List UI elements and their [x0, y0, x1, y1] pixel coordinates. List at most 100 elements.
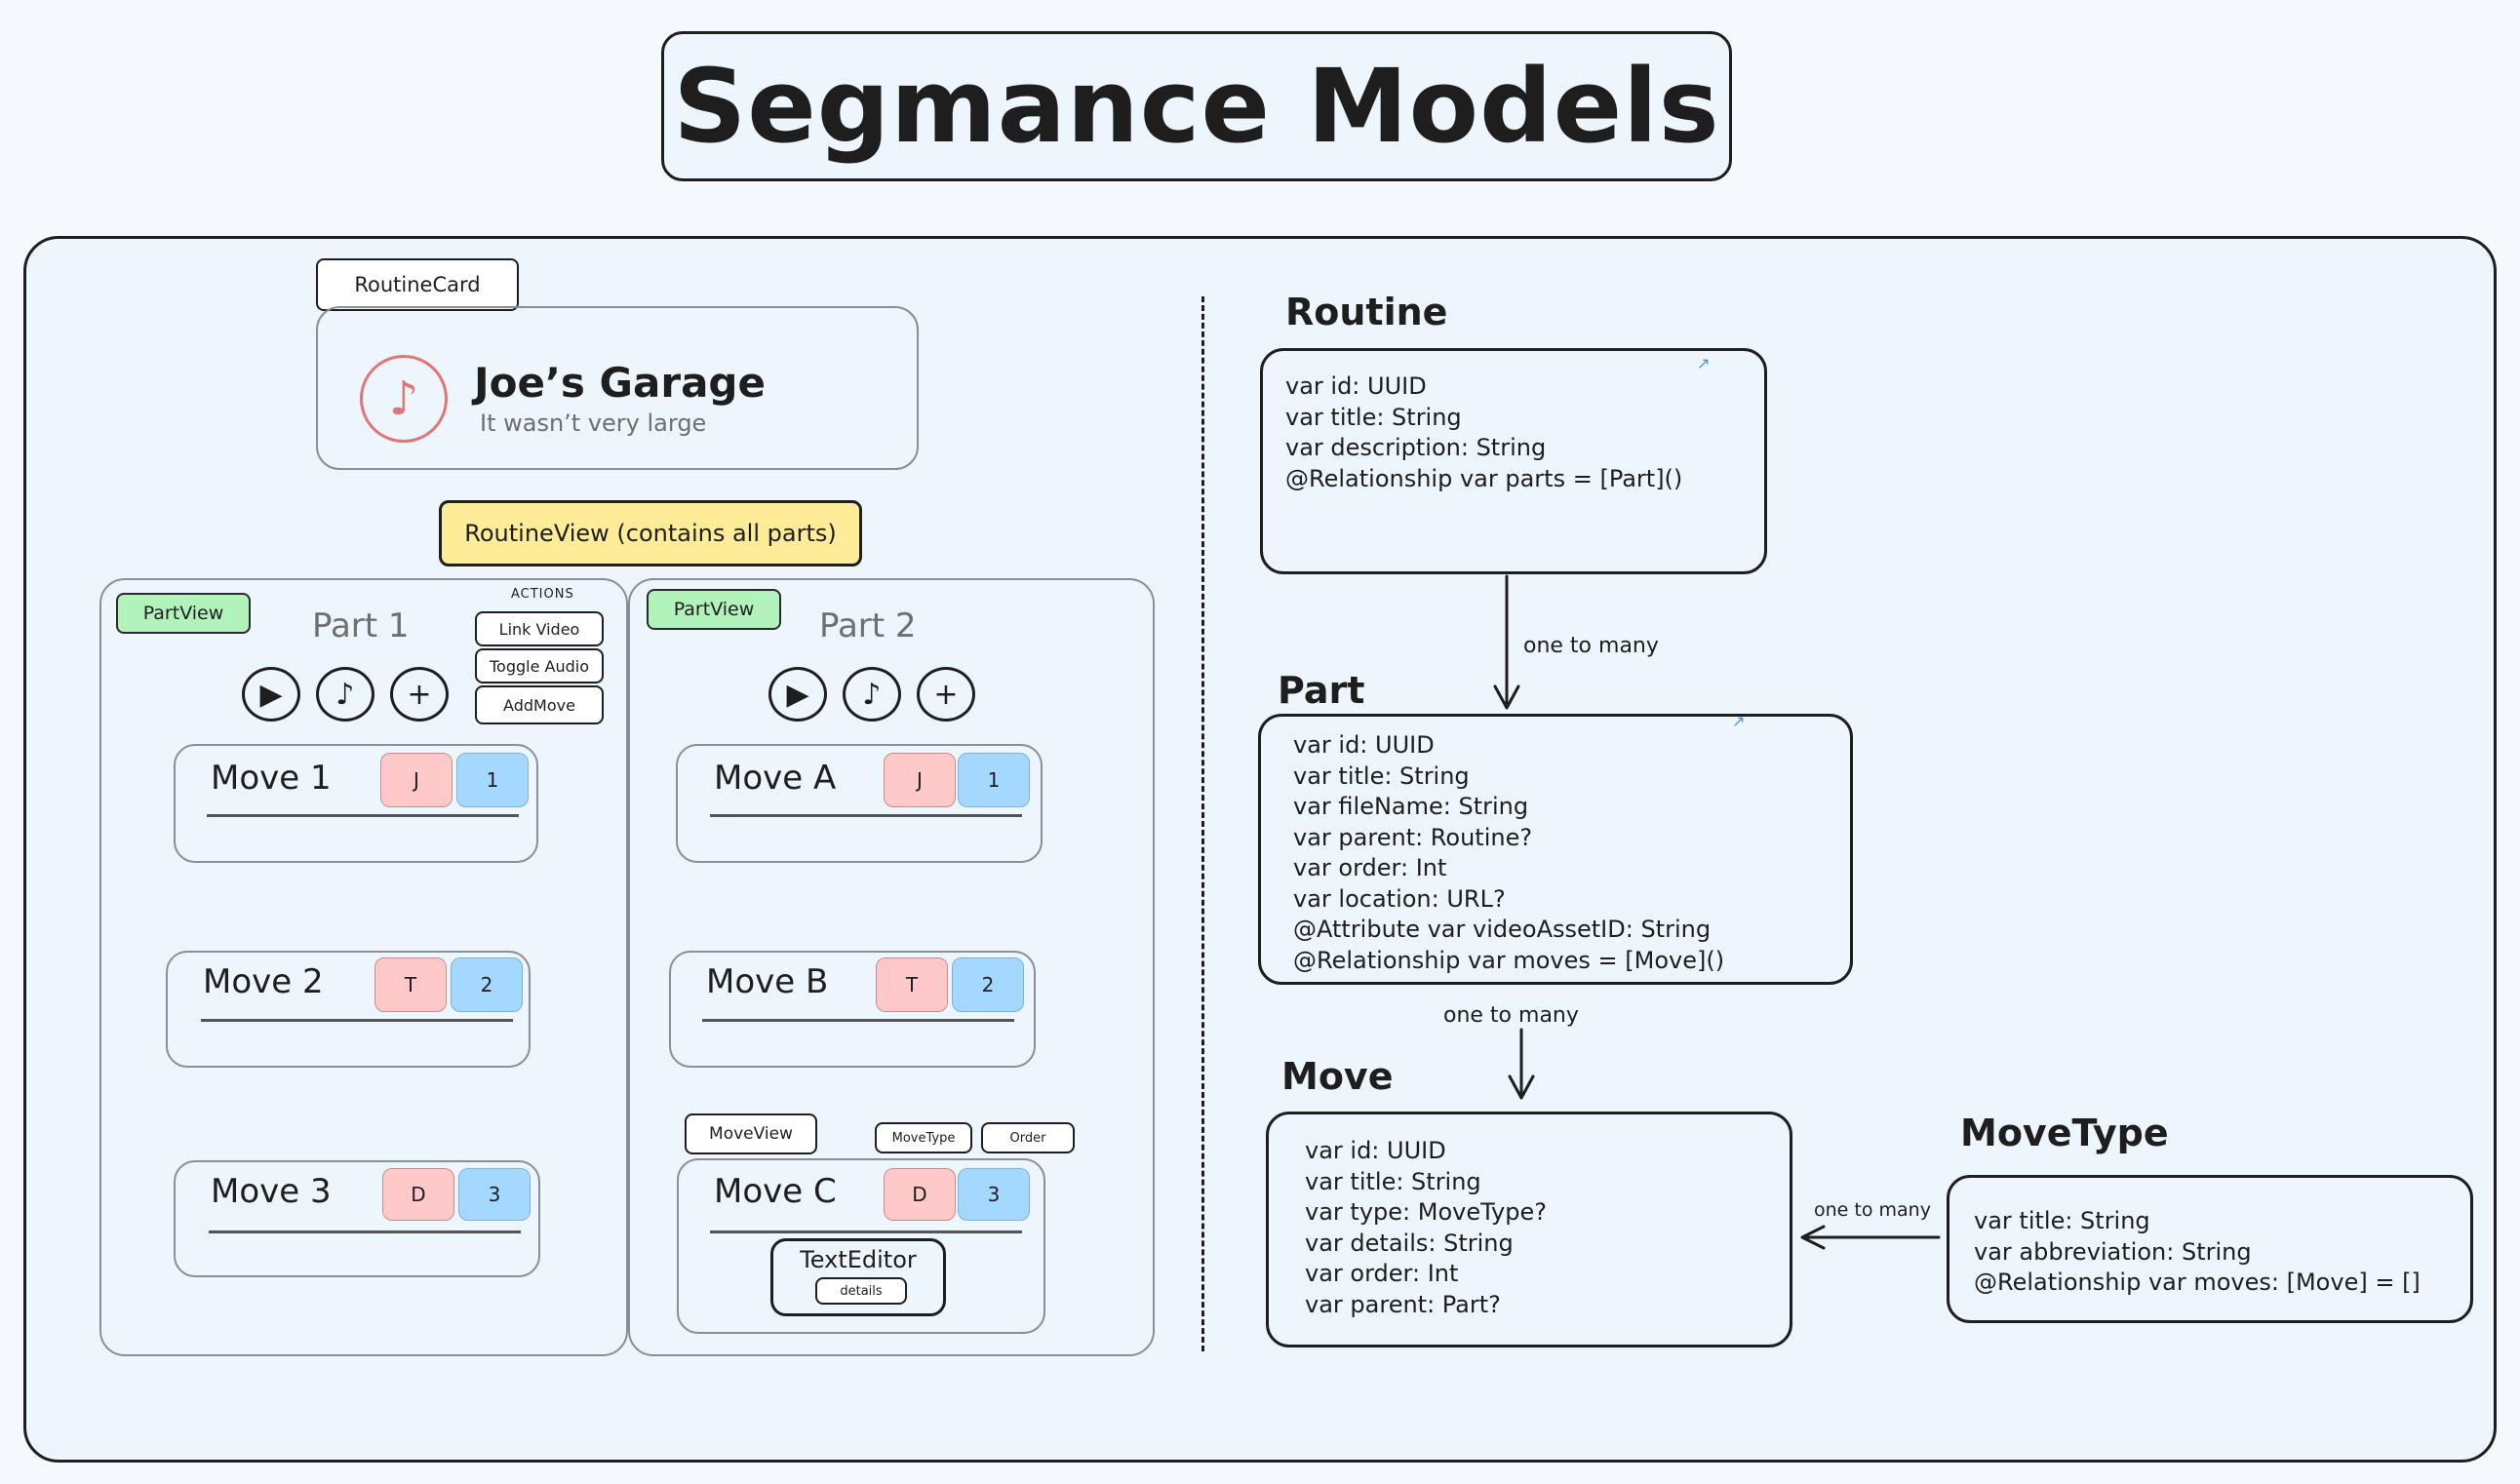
field: var title: String: [1974, 1207, 2150, 1234]
move-type-badge: D: [382, 1168, 454, 1221]
field: var parent: Routine?: [1293, 823, 1533, 851]
text-editor-title: TextEditor: [800, 1246, 917, 1273]
move-type-badge: J: [380, 753, 453, 807]
field: @Attribute var videoAssetID: String: [1293, 916, 1712, 943]
field: var details: String: [1305, 1229, 1514, 1257]
play-icon[interactable]: ▶: [242, 667, 300, 722]
move-type-badge: J: [884, 753, 956, 807]
move-view-tag: MoveView: [685, 1113, 817, 1154]
move-fields: var id: UUID var title: String var type:…: [1305, 1136, 1547, 1320]
field: var order: Int: [1293, 854, 1447, 881]
routine-card-subtitle: It wasn’t very large: [480, 410, 707, 437]
move-order-badge: 3: [958, 1168, 1030, 1221]
move-card[interactable]: [669, 951, 1036, 1068]
plus-icon[interactable]: +: [390, 667, 449, 722]
field: var id: UUID: [1293, 731, 1435, 759]
move-divider: [201, 1019, 513, 1022]
move-title: Move 2: [203, 962, 324, 1001]
field: var parent: Part?: [1305, 1290, 1501, 1318]
field: var type: MoveType?: [1305, 1198, 1547, 1226]
move-title: Move B: [706, 962, 829, 1001]
move-type-tag: MoveType: [875, 1122, 972, 1153]
details-button[interactable]: details: [815, 1277, 907, 1305]
field: var title: String: [1285, 403, 1462, 431]
toggle-audio-button[interactable]: Toggle Audio: [475, 648, 604, 683]
music-note-icon[interactable]: ♪: [843, 667, 901, 722]
part-fields: var id: UUID var title: String var fileN…: [1293, 730, 1724, 976]
link-video-button[interactable]: Link Video: [475, 611, 604, 646]
move-type-badge: D: [884, 1168, 956, 1221]
part-model-name: Part: [1278, 669, 1365, 712]
external-link-icon[interactable]: ↗: [1697, 354, 1711, 372]
move-title: Move 3: [211, 1172, 332, 1211]
arrowhead: [1493, 684, 1520, 710]
move-model-box: [1266, 1112, 1792, 1347]
move-card[interactable]: [174, 744, 538, 863]
arrowhead: [1508, 1074, 1535, 1100]
field: @Relationship var moves: [Move] = []: [1974, 1269, 2421, 1296]
field: var title: String: [1305, 1167, 1481, 1195]
actions-heading: ACTIONS: [511, 587, 574, 602]
field: var order: Int: [1305, 1260, 1459, 1287]
part-view-1: [99, 578, 628, 1356]
part-title-2: Part 2: [819, 606, 917, 645]
move-card[interactable]: [174, 1160, 540, 1277]
music-note-icon: ♪: [360, 355, 448, 443]
arrowhead: [1800, 1225, 1826, 1250]
field: var fileName: String: [1293, 793, 1529, 820]
move-title: Move C: [714, 1172, 837, 1211]
move-order-badge: 2: [451, 957, 523, 1012]
move-divider: [209, 1230, 521, 1233]
part-view-2: [628, 578, 1155, 1356]
movetype-fields: var title: String var abbreviation: Stri…: [1974, 1206, 2421, 1299]
move-order-badge: 2: [952, 957, 1024, 1012]
field: var title: String: [1293, 762, 1470, 790]
part-title-1: Part 1: [312, 606, 410, 645]
move-order-badge: 1: [958, 753, 1030, 807]
text-editor[interactable]: [770, 1238, 946, 1316]
page-title: Segmance Models: [673, 47, 1720, 166]
dashed-divider: [1201, 296, 1204, 1351]
routine-card-tag: RoutineCard: [316, 258, 519, 311]
routine-card-title: Joe’s Garage: [474, 359, 766, 407]
move-card[interactable]: [166, 951, 531, 1068]
move-order-badge: 1: [456, 753, 529, 807]
routine-card[interactable]: [316, 306, 919, 470]
move-type-badge: T: [876, 957, 948, 1012]
move-title: Move A: [714, 759, 837, 798]
move-view-card[interactable]: [677, 1158, 1045, 1334]
part-view-tag-2: PartView: [647, 589, 781, 630]
routine-model-box: [1260, 348, 1767, 574]
move-title: Move 1: [211, 759, 332, 798]
field: var id: UUID: [1305, 1137, 1446, 1164]
move-type-badge: T: [374, 957, 447, 1012]
routine-model-name: Routine: [1285, 291, 1448, 333]
move-divider: [710, 1230, 1022, 1233]
move-divider: [207, 814, 519, 817]
order-tag: Order: [981, 1122, 1075, 1153]
relation-label: one to many: [1443, 1003, 1579, 1028]
relation-label: one to many: [1523, 634, 1659, 658]
field: var description: String: [1285, 434, 1547, 461]
routine-fields: var id: UUID var title: String var descr…: [1285, 371, 1682, 494]
part-view-tag-1: PartView: [116, 593, 251, 634]
music-note-icon[interactable]: ♪: [316, 667, 374, 722]
part-model-box: [1258, 714, 1853, 985]
move-order-badge: 3: [458, 1168, 531, 1221]
move-divider: [710, 814, 1022, 817]
move-card[interactable]: [676, 744, 1043, 863]
external-link-icon[interactable]: ↗: [1732, 712, 1746, 730]
title-box: [661, 31, 1732, 181]
movetype-model-name: MoveType: [1960, 1112, 2169, 1154]
field: @Relationship var parts = [Part](): [1285, 464, 1683, 492]
move-model-name: Move: [1281, 1055, 1394, 1098]
field: var id: UUID: [1285, 372, 1427, 400]
movetype-model-box: [1947, 1175, 2473, 1323]
field: @Relationship var moves = [Move](): [1293, 946, 1725, 974]
plus-icon[interactable]: +: [917, 667, 975, 722]
move-divider: [702, 1019, 1014, 1022]
add-move-button[interactable]: AddMove: [475, 685, 604, 724]
play-icon[interactable]: ▶: [768, 667, 827, 722]
field: var abbreviation: String: [1974, 1237, 2252, 1266]
